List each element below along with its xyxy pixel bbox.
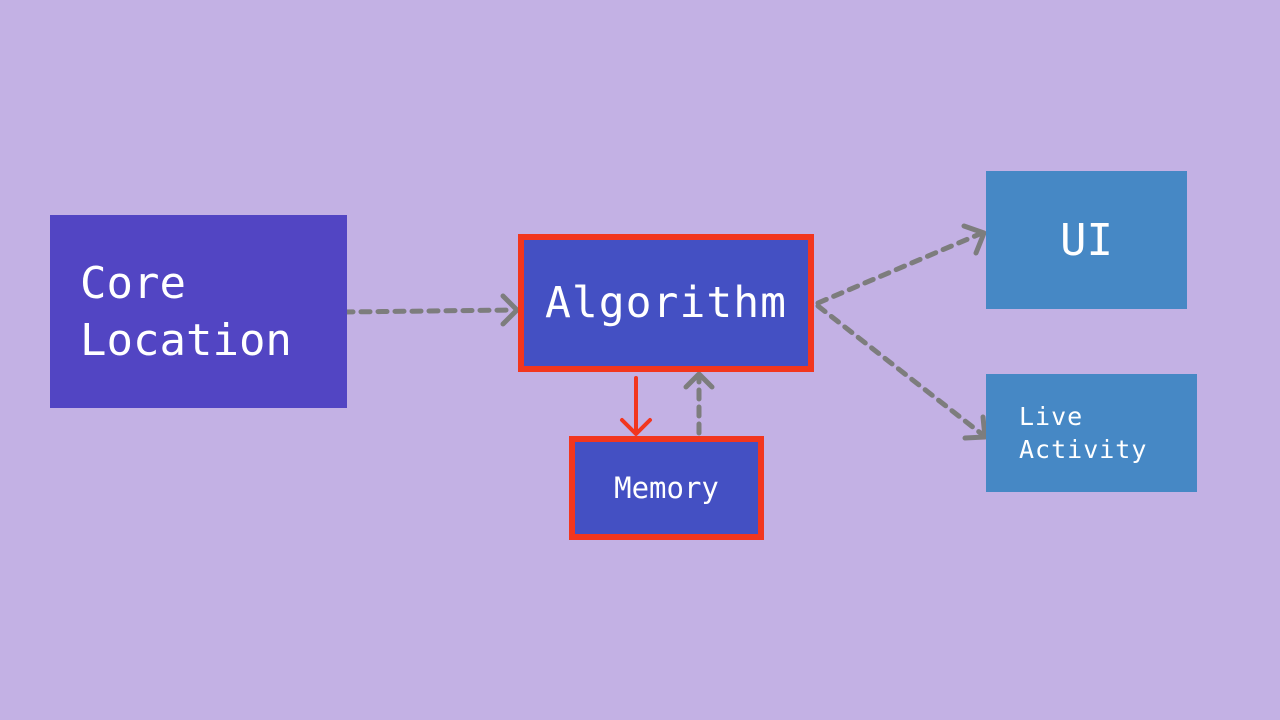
- node-core-location: Core Location: [50, 215, 347, 408]
- arrowhead-algorithm-to-live-activity: [962, 414, 988, 441]
- node-core-location-line1: Core: [80, 257, 186, 309]
- edge-algorithm-to-ui: [815, 230, 985, 306]
- node-memory-label: Memory: [614, 471, 719, 505]
- node-ui-label: UI: [1060, 214, 1113, 266]
- node-algorithm-label: Algorithm: [545, 278, 787, 328]
- arrowhead-algorithm-to-ui: [961, 223, 987, 256]
- node-live-activity-line2: Activity: [1019, 435, 1148, 464]
- edge-algorithm-to-live-activity: [815, 303, 986, 438]
- arrowhead-memory-to-algorithm: [683, 371, 715, 390]
- arrowhead-algorithm-to-memory: [620, 418, 652, 436]
- edge-core-to-algorithm: [341, 307, 516, 315]
- node-live-activity: Live Activity: [986, 374, 1197, 492]
- node-ui: UI: [986, 171, 1187, 309]
- arrowhead-core-to-algorithm: [500, 293, 520, 327]
- node-core-location-line2: Location: [80, 314, 292, 366]
- node-memory: Memory: [569, 436, 764, 540]
- node-algorithm: Algorithm: [518, 234, 814, 372]
- node-live-activity-line1: Live: [1019, 402, 1084, 431]
